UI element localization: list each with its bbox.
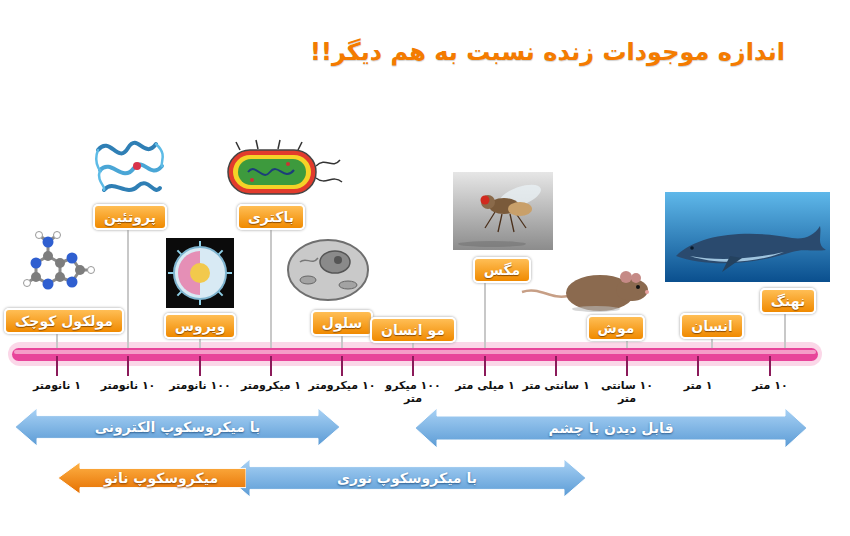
title: اندازه موجودات زنده نسبت به هم دیگر!! [310,38,785,66]
label-text: موش [598,320,635,336]
scale-label: ۱ میکرومتر [235,379,307,392]
organism-label: ویروس [164,313,237,339]
scale-label: ۱۰۰ میکرو متر [377,379,449,405]
label-text: پروتئین [104,209,156,225]
scale-label: ۱ میلی متر [449,379,521,392]
label-text: مگس [484,262,521,278]
organism-label: انسان [680,313,744,339]
scale-label: ۱۰ متر [734,379,806,392]
scale-label: ۱۰ سانتی متر [591,379,663,405]
label-text: باکتری [248,209,294,225]
label-text: قابل دیدن با چشم [548,420,673,436]
label-text: مولکول کوچک [15,313,113,329]
scale-label: ۱۰ میکرومتر [306,379,378,392]
organism-label: موش [587,315,646,341]
organism-label: پروتئین [93,204,167,230]
organism-label: مو انسان [370,317,456,343]
organism-label: سلول [311,310,373,336]
organism-label: نهنگ [760,288,817,314]
scale-label: ۱ نانومتر [21,379,93,392]
label-text: با میکروسکوپ نوری [337,470,477,486]
arrow-body [415,408,807,448]
arrow-body [58,462,246,494]
label-text: مو انسان [381,322,445,338]
label-text: با میکروسکوپ الکترونی [95,419,261,435]
arrow-body [15,408,340,446]
scale-label: ۱ متر [662,379,734,392]
organism-label: مولکول کوچک [4,308,124,334]
label-text: نهنگ [771,293,806,309]
scale-label: ۱۰۰ نانومتر [164,379,236,392]
scale-label: ۱۰ نانومتر [92,379,164,392]
label-text: میکروسکوپ نانو [104,470,218,486]
scale-label: ۱ سانتی متر [520,379,592,392]
range-arrow: میکروسکوپ نانو [58,462,246,494]
arrow-body [228,459,586,497]
range-arrow: با میکروسکوپ نوری [228,459,586,497]
range-arrow: قابل دیدن با چشم [415,408,807,448]
organism-label: مگس [473,257,532,283]
range-arrow: با میکروسکوپ الکترونی [15,408,340,446]
organism-label: باکتری [237,204,305,230]
label-text: ویروس [175,318,226,334]
label-text: سلول [322,315,362,331]
label-text: انسان [691,318,733,334]
